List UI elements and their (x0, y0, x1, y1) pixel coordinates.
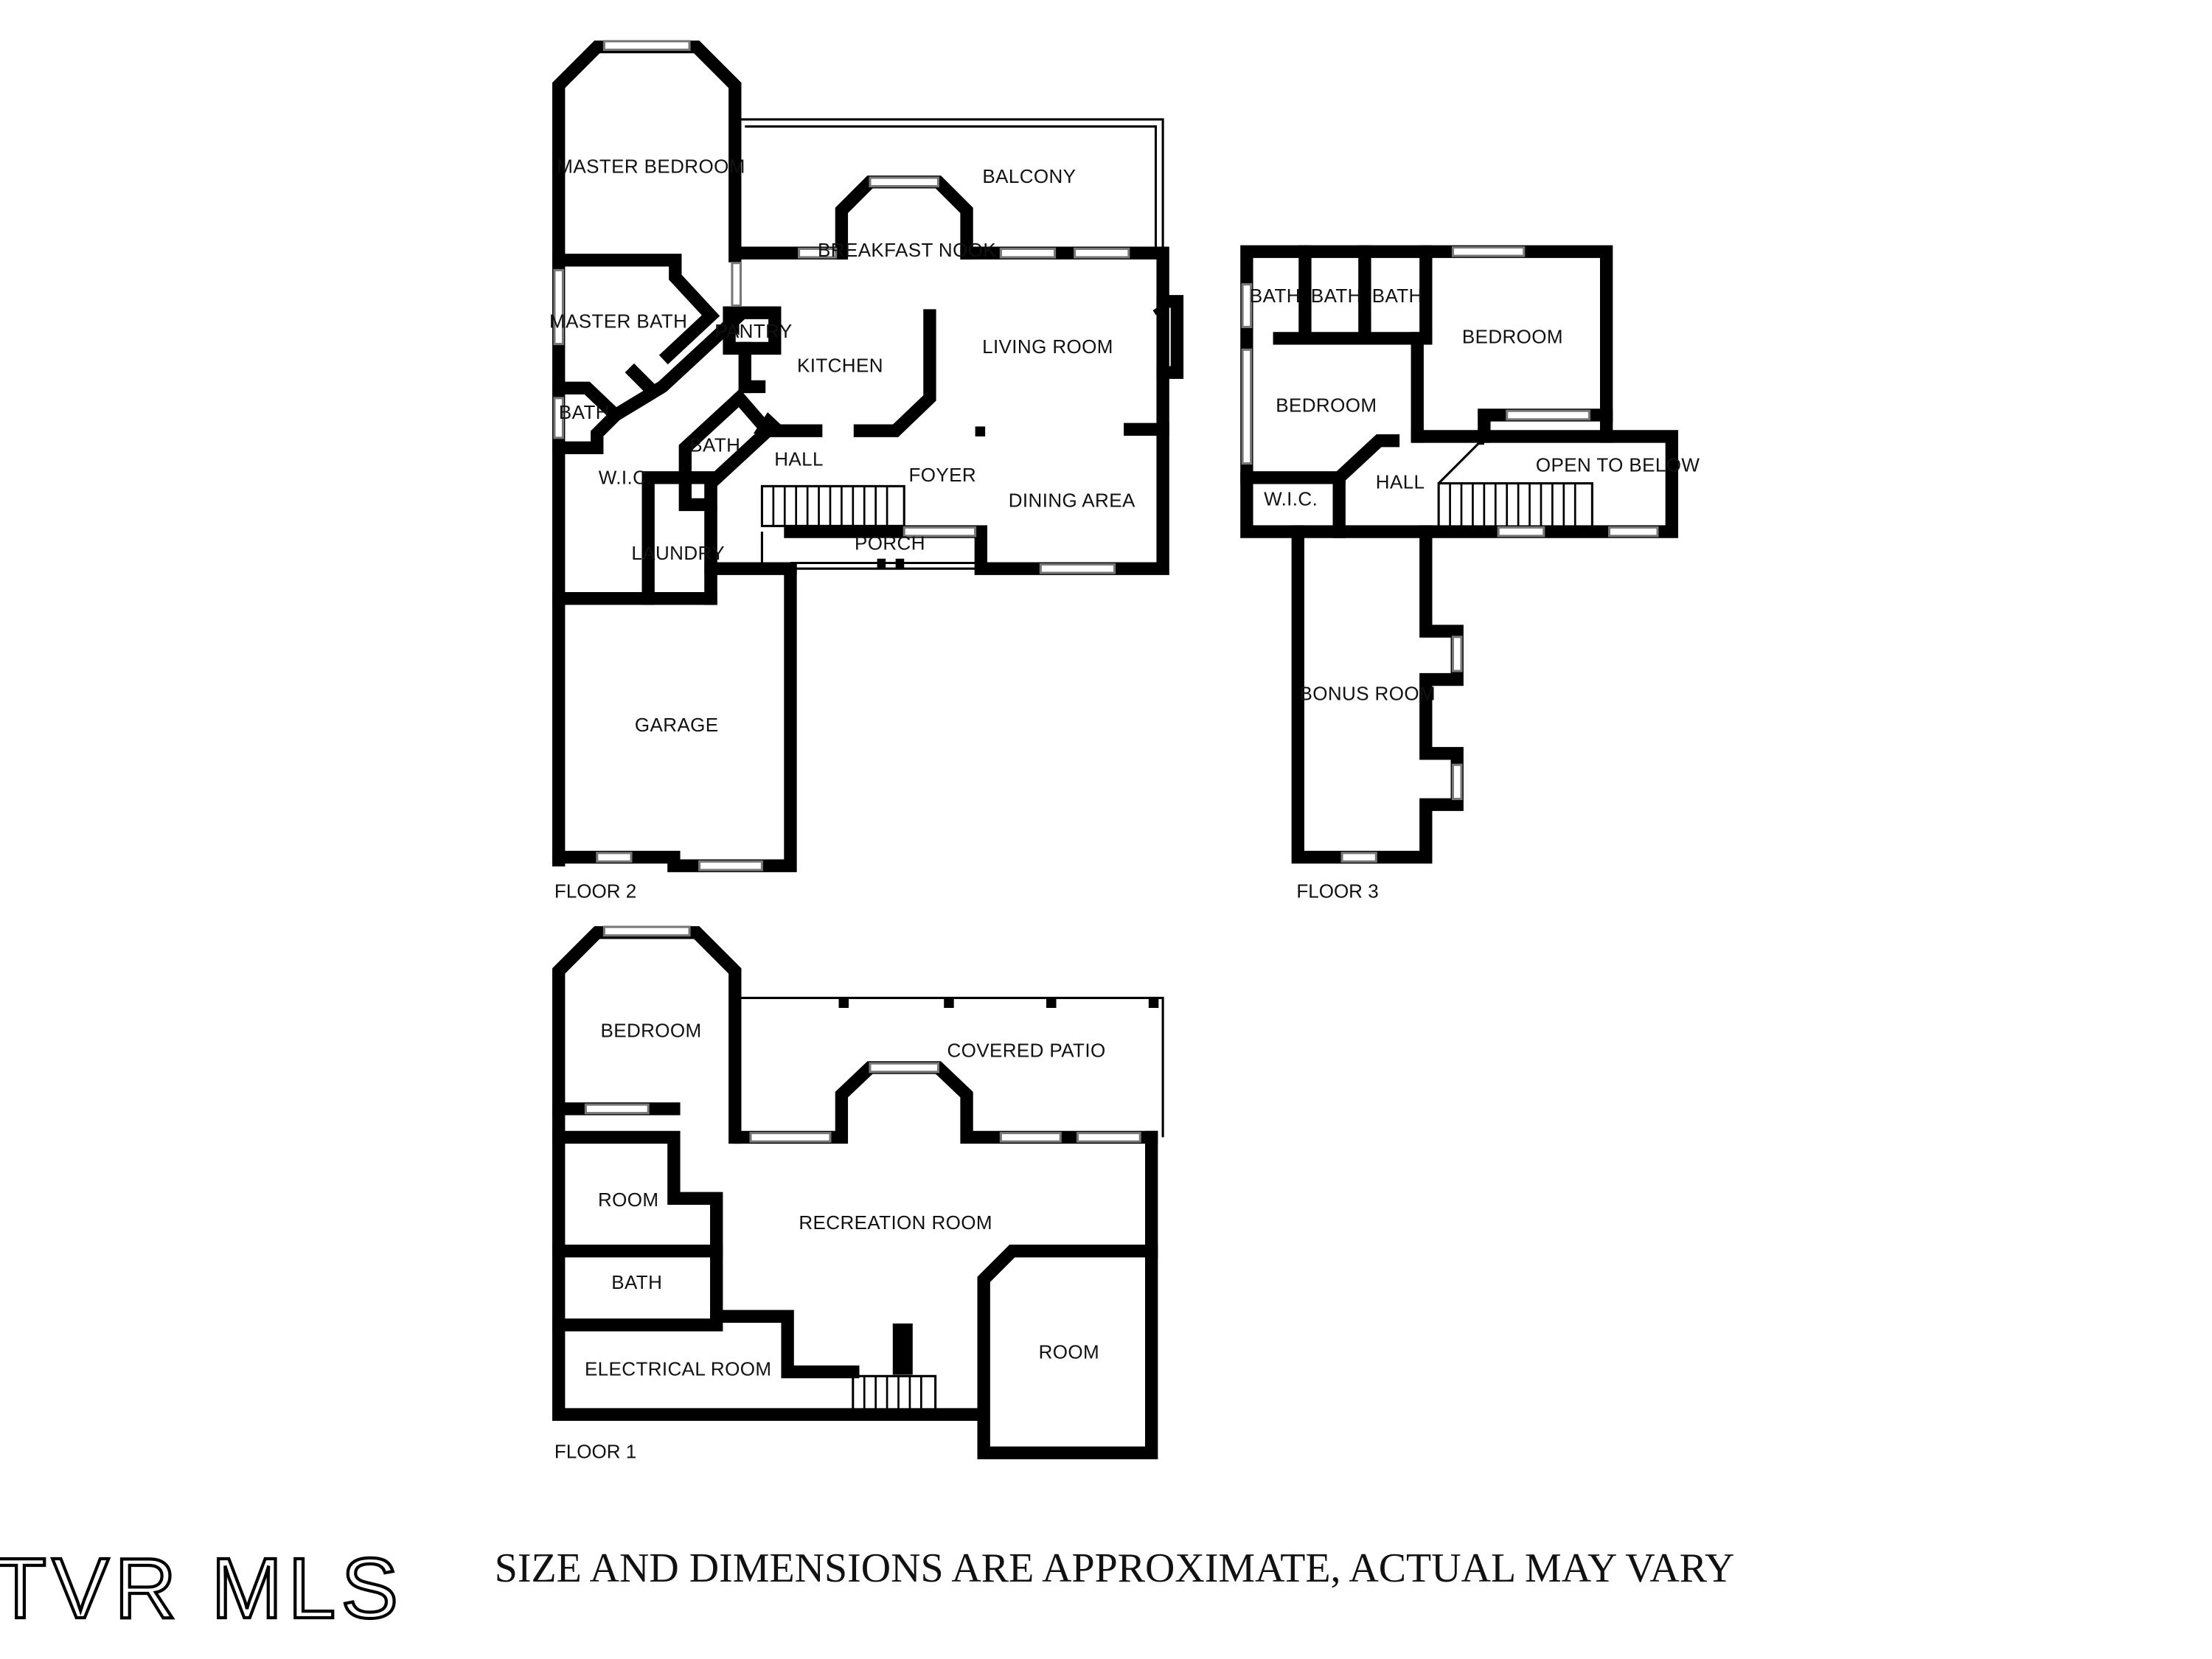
label-f1-covered-patio: COVERED PATIO (947, 1040, 1105, 1062)
label-f1-room-right: ROOM (1039, 1340, 1099, 1363)
label-pantry: PANTRY (714, 320, 792, 342)
label-bath-hall: BATH (689, 434, 740, 456)
label-kitchen: KITCHEN (797, 354, 883, 376)
label-f3-open-to-below: OPEN TO BELOW (1536, 453, 1700, 476)
label-f1-bedroom: BEDROOM (600, 1020, 701, 1042)
floor-1-stair-treads (863, 1376, 922, 1412)
label-breakfast-nook: BREAKFAST NOOK (818, 239, 996, 261)
floor-3-stair-treads (1449, 483, 1576, 529)
label-laundry: LAUNDRY (631, 542, 725, 564)
label-f3-bath-3: BATH (1372, 285, 1423, 307)
label-foyer: FOYER (908, 464, 976, 486)
label-master-bath: MASTER BATH (549, 310, 687, 333)
label-bath-left: BATH (559, 401, 610, 423)
label-hall: HALL (774, 448, 824, 470)
label-living-room: LIVING ROOM (982, 335, 1113, 358)
disclaimer-text: SIZE AND DIMENSIONS ARE APPROXIMATE, ACT… (495, 1545, 1735, 1591)
label-porch: PORCH (855, 532, 925, 554)
label-wic: W.I.C. (599, 467, 653, 489)
label-master-bedroom: MASTER BEDROOM (557, 155, 745, 177)
floor-3-plan (1240, 245, 1679, 864)
room-labels: MASTER BEDROOM BALCONY BREAKFAST NOOK MA… (549, 155, 1700, 1462)
label-f3-hall: HALL (1376, 470, 1425, 493)
label-f3-bath-1: BATH (1250, 285, 1301, 307)
label-f3-bath-2: BATH (1311, 285, 1362, 307)
label-floor-3: FLOOR 3 (1296, 880, 1378, 902)
label-f1-room-left: ROOM (598, 1189, 658, 1211)
label-dining-area: DINING AREA (1009, 489, 1135, 511)
label-balcony: BALCONY (982, 165, 1076, 187)
label-floor-2: FLOOR 2 (554, 880, 636, 902)
label-f3-wic: W.I.C. (1264, 488, 1318, 510)
label-f1-electrical-room: ELECTRICAL ROOM (585, 1357, 771, 1380)
label-f3-bedroom-right: BEDROOM (1462, 326, 1563, 348)
label-f1-bath: BATH (611, 1271, 662, 1293)
floor-1-plan (552, 925, 1164, 1460)
floor-2-plan (552, 40, 1184, 872)
label-garage: GARAGE (635, 714, 719, 736)
label-f1-recreation-room: RECREATION ROOM (799, 1211, 992, 1234)
floor-2-stair-treads (772, 486, 888, 526)
tvr-mls-watermark-logo: TVR MLS (0, 1540, 404, 1636)
label-floor-1: FLOOR 1 (554, 1440, 636, 1462)
label-f3-bonus-room: BONUS ROOM (1299, 683, 1436, 705)
label-f3-bedroom-left: BEDROOM (1276, 394, 1377, 416)
